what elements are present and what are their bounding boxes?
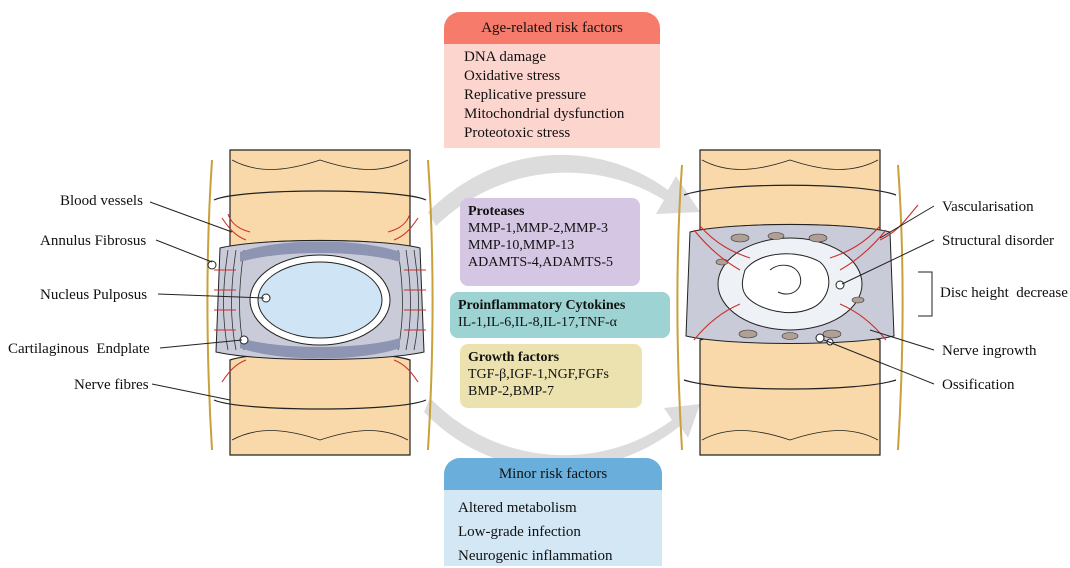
cytokines-title: Proinflammatory Cytokines — [458, 298, 625, 313]
proteases-title: Proteases — [468, 204, 525, 219]
label-vascularisation: Vascularisation — [942, 198, 1034, 216]
label-structural-disorder: Structural disorder — [942, 232, 1054, 250]
age-risk-item: Proteotoxic stress — [464, 124, 660, 143]
degenerated-disc-illustration — [678, 150, 919, 455]
growth-title: Growth factors — [468, 350, 559, 365]
label-blood-vessels: Blood vessels — [60, 192, 143, 210]
label-nerve-fibres: Nerve fibres — [74, 376, 149, 394]
proteases-line: ADAMTS-4,ADAMTS-5 — [468, 254, 632, 271]
minor-risk-item: Altered metabolism — [458, 496, 662, 520]
minor-risk-list: Altered metabolism Low-grade infection N… — [444, 490, 662, 566]
upper-vertebra — [230, 150, 410, 248]
label-ossification: Ossification — [942, 376, 1015, 394]
growth-box: Growth factors TGF-β,IGF-1,NGF,FGFs BMP-… — [460, 344, 642, 408]
age-risk-item: Mitochondrial dysfunction — [464, 105, 660, 124]
label-cartilaginous-endplate: Cartilaginous Endplate — [8, 340, 150, 358]
age-risk-list: DNA damage Oxidative stress Replicative … — [444, 44, 660, 148]
healthy-disc-illustration — [208, 150, 433, 455]
minor-risk-box: Minor risk factors Altered metabolism Lo… — [444, 458, 662, 566]
cytokines-box: Proinflammatory Cytokines IL-1,IL-6,IL-8… — [450, 292, 670, 338]
minor-risk-item: Neurogenic inflammation — [458, 544, 662, 568]
age-risk-item: Oxidative stress — [464, 67, 660, 86]
age-risk-item: DNA damage — [464, 48, 660, 67]
proteases-line: MMP-1,MMP-2,MMP-3 — [468, 220, 632, 237]
age-risk-item: Replicative pressure — [464, 86, 660, 105]
upper-vertebra-degenerated — [700, 150, 880, 232]
age-risk-title: Age-related risk factors — [444, 12, 660, 44]
growth-line: BMP-2,BMP-7 — [468, 383, 634, 400]
proteases-box: Proteases MMP-1,MMP-2,MMP-3 MMP-10,MMP-1… — [460, 198, 640, 286]
label-annulus-fibrosus: Annulus Fibrosus — [40, 232, 146, 250]
nucleus-pulposus — [258, 262, 382, 338]
disordered-nucleus — [742, 254, 828, 313]
label-disc-height-decrease: Disc height decrease — [940, 284, 1068, 302]
lower-vertebra-degenerated — [700, 333, 880, 456]
age-risk-box: Age-related risk factors DNA damage Oxid… — [444, 12, 660, 148]
label-nucleus-pulposus: Nucleus Pulposus — [40, 286, 147, 304]
minor-risk-title: Minor risk factors — [444, 458, 662, 490]
growth-line: TGF-β,IGF-1,NGF,FGFs — [468, 366, 634, 383]
proteases-line: MMP-10,MMP-13 — [468, 237, 632, 254]
minor-risk-item: Low-grade infection — [458, 520, 662, 544]
label-nerve-ingrowth: Nerve ingrowth — [942, 342, 1037, 360]
cytokines-line: IL-1,IL-6,IL-8,IL-17,TNF-α — [458, 314, 662, 331]
